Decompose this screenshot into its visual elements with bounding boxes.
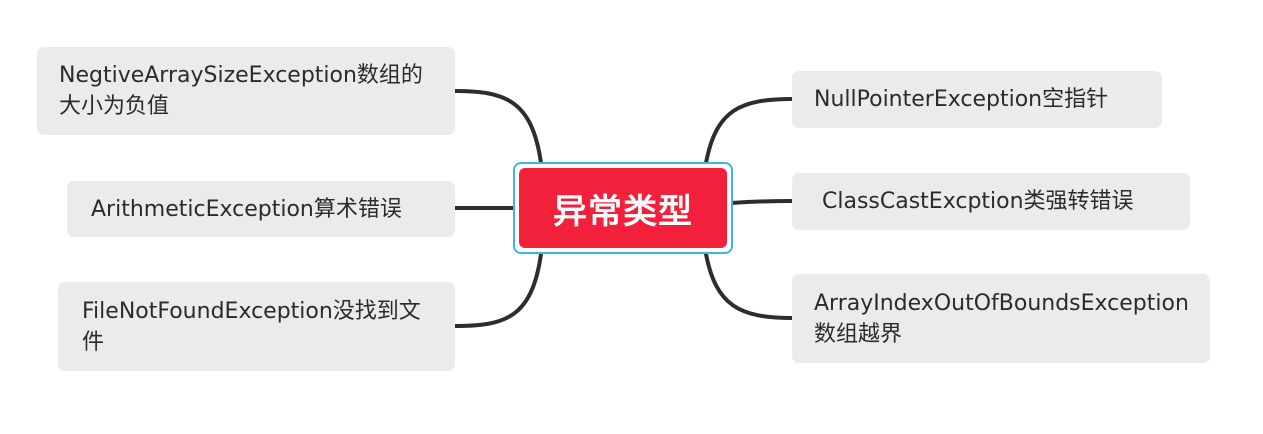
branch-node-null-pointer[interactable]: NullPointerException空指针	[792, 71, 1162, 128]
branch-node-file-not-found[interactable]: FileNotFoundException没找到文件	[58, 282, 455, 371]
connector-right-2	[729, 199, 794, 205]
root-node-label: 异常类型	[553, 191, 693, 232]
connector-left-1	[453, 89, 543, 165]
branch-node-label: FileNotFoundException没找到文件	[82, 298, 421, 355]
branch-node-label: ArrayIndexOutOfBoundsException数组越界	[814, 290, 1189, 347]
connector-right-1	[704, 97, 794, 165]
branch-node-label: ArithmeticException算术错误	[91, 196, 402, 222]
branch-node-label: NullPointerException空指针	[814, 87, 1109, 112]
branch-node-negative-array-size[interactable]: NegtiveArraySizeException数组的大小为负值	[37, 47, 455, 135]
branch-node-array-index-out-of-bounds[interactable]: ArrayIndexOutOfBoundsException数组越界	[792, 274, 1210, 363]
branch-node-arithmetic[interactable]: ArithmeticException算术错误	[67, 181, 455, 237]
root-node-selection-frame[interactable]: 异常类型	[513, 162, 733, 254]
branch-node-label: ClassCastExcption类强转错误	[822, 189, 1134, 214]
connector-right-3	[704, 252, 794, 320]
root-node[interactable]: 异常类型	[519, 168, 727, 248]
connector-left-3	[453, 252, 543, 328]
branch-node-class-cast[interactable]: ClassCastExcption类强转错误	[792, 173, 1190, 230]
branch-node-label: NegtiveArraySizeException数组的大小为负值	[59, 63, 423, 119]
